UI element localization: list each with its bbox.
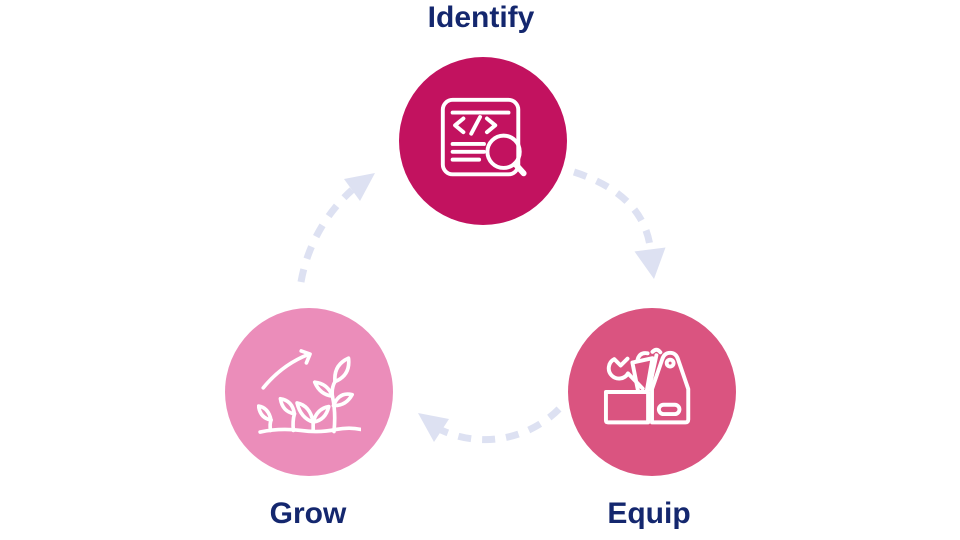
plant-growth-icon xyxy=(257,349,361,434)
arrow-equip-to-grow-head xyxy=(418,413,449,442)
arrow-equip-to-grow-arc xyxy=(439,406,562,444)
arrow-identify-to-equip-arc xyxy=(572,168,654,247)
grow-circle xyxy=(225,308,393,476)
arrow-grow-to-identify-arc xyxy=(297,187,355,283)
equip-circle xyxy=(568,308,736,476)
code-search-icon xyxy=(440,97,527,177)
equip-label: Equip xyxy=(607,497,691,530)
arrow-identify-to-equip-head xyxy=(634,247,666,279)
identify-label: Identify xyxy=(427,1,535,34)
arrow-grow-to-identify-head xyxy=(344,173,375,201)
identify-circle xyxy=(399,57,567,225)
grow-label: Grow xyxy=(269,497,347,530)
toolbox-icon xyxy=(603,347,691,425)
